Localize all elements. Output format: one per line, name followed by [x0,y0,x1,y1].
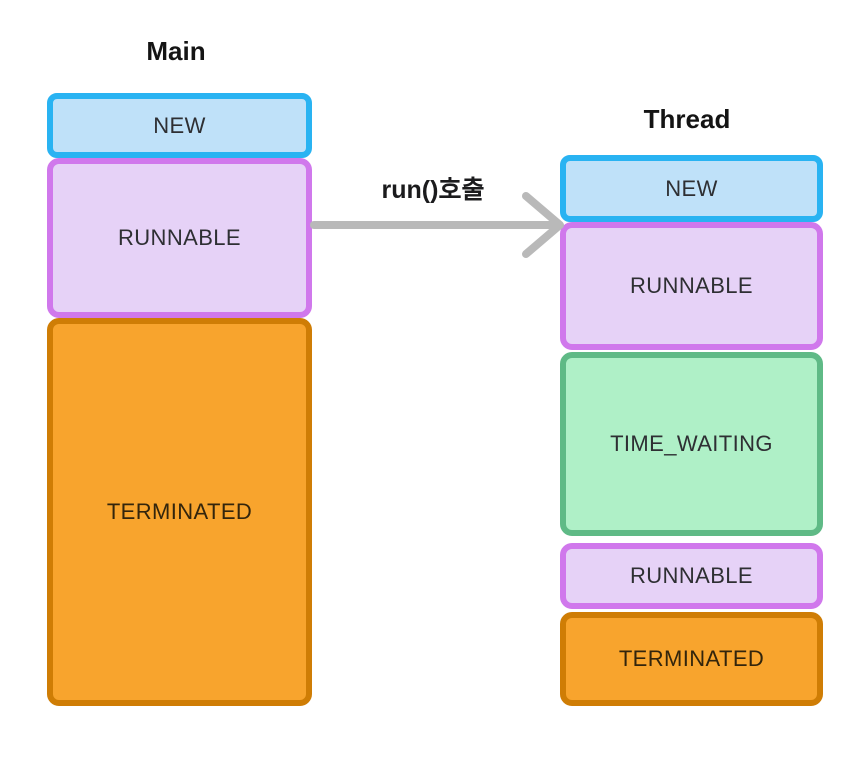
main-state-terminated: TERMINATED [47,318,312,706]
thread-column-title: Thread [643,104,731,134]
thread-state-terminated: TERMINATED [560,612,823,706]
run-call-arrow-icon [310,192,564,258]
main-column-title: Main [146,36,206,66]
thread-state-time-waiting: TIME_WAITING [560,352,823,536]
main-state-runnable: RUNNABLE [47,158,312,318]
thread-state-new: NEW [560,155,823,222]
thread-state-runnable: RUNNABLE [560,222,823,350]
main-state-new: NEW [47,93,312,158]
run-call-arrow-label: run()호출 [381,176,485,204]
thread-state-runnable-2: RUNNABLE [560,543,823,609]
